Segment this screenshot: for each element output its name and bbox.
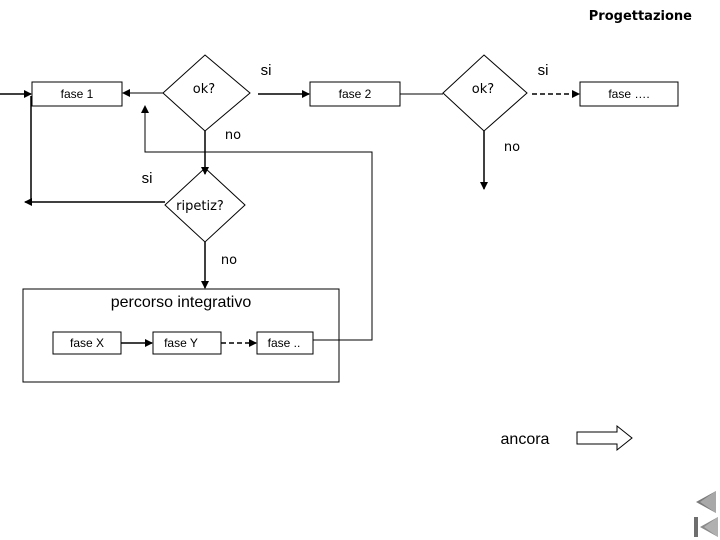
back-triangle-icon[interactable] bbox=[696, 491, 716, 513]
fase2-label: fase 2 bbox=[339, 87, 372, 101]
si1-label: si bbox=[261, 62, 272, 79]
ancora-label[interactable]: ancora bbox=[501, 431, 550, 448]
first-slide-icon[interactable] bbox=[694, 517, 718, 537]
return-loop-line bbox=[141, 105, 373, 341]
fase-more-box bbox=[579, 81, 679, 107]
fase1-label: fase 1 bbox=[61, 87, 94, 101]
fase2-box bbox=[309, 81, 401, 107]
ripetiz-label: ripetiz? bbox=[176, 199, 224, 214]
ok1-label: ok? bbox=[193, 82, 215, 97]
fase-more-label: fase …. bbox=[608, 87, 649, 101]
si2-label: si bbox=[538, 62, 549, 79]
faseY-label: fase Y bbox=[164, 336, 198, 350]
integrative-title: percorso integrativo bbox=[111, 294, 252, 311]
fase-dots-label: fase .. bbox=[268, 336, 301, 350]
no2-label: no bbox=[504, 140, 520, 155]
ancora-arrow-icon[interactable] bbox=[576, 424, 633, 452]
si3-label: si bbox=[142, 170, 153, 187]
ok2-label: ok? bbox=[472, 82, 494, 97]
faseX-label: fase X bbox=[70, 336, 104, 350]
page-title: Progettazione bbox=[588, 9, 692, 24]
fase-dots-box bbox=[256, 331, 314, 355]
no1-label: no bbox=[225, 128, 241, 143]
no3-label: no bbox=[221, 253, 237, 268]
